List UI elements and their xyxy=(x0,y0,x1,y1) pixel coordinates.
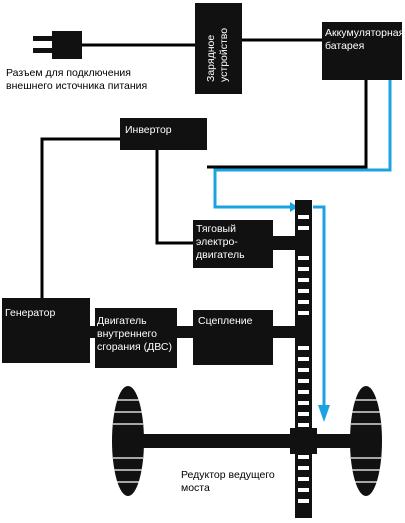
battery-label-line2: батарея xyxy=(325,40,364,52)
driveline-arrowhead xyxy=(318,405,330,422)
axle-differential-housing xyxy=(290,428,317,454)
clutch-shaft xyxy=(273,326,297,338)
drive-axle xyxy=(130,434,365,448)
driveline-flow xyxy=(313,205,326,408)
axle-label-line2: моста xyxy=(181,482,210,494)
plug-caption-line2: внешнего источника питания xyxy=(6,80,147,92)
motor-label-line1: Тяговый xyxy=(196,223,236,235)
wire-inverter-to-motor xyxy=(155,150,193,245)
motor-label-line2: электро- xyxy=(196,236,238,248)
wire-inverter-to-generator xyxy=(40,137,120,298)
inverter-box: Инвертор xyxy=(120,118,207,150)
clutch-label: Сцепление xyxy=(198,315,253,327)
energy-flow-arrows xyxy=(213,80,392,422)
generator-box: Генератор xyxy=(2,298,90,363)
motor-shaft xyxy=(273,236,297,250)
wire-battery-to-inverter xyxy=(207,80,368,169)
battery-to-motor-arrowhead xyxy=(290,202,298,212)
plug-caption-line1: Разъем для подключения xyxy=(6,67,131,79)
battery-to-motor-flow xyxy=(213,80,392,209)
inverter-label: Инвертор xyxy=(125,124,172,136)
engine-clutch-shaft xyxy=(177,326,193,338)
clutch-box: Сцепление xyxy=(193,310,273,365)
power-plug-icon xyxy=(30,31,82,59)
traction-motor-box: Тяговый электро- двигатель xyxy=(193,220,273,268)
motor-label-line3: двигатель xyxy=(196,249,245,261)
engine-label-line3: сгорания (ДВС) xyxy=(97,341,172,353)
charger-label-line1: Зарядное xyxy=(205,35,217,82)
generator-label: Генератор xyxy=(5,307,55,319)
engine-label-line1: Двигатель xyxy=(97,315,147,327)
wires xyxy=(40,38,368,298)
charger-box: Зарядное устройство xyxy=(195,3,242,94)
transmission-chain xyxy=(295,200,312,518)
left-wheel-tire-icon xyxy=(112,386,144,496)
battery-label-line1: Аккумуляторная xyxy=(325,27,404,39)
engine-label-line2: внутреннего xyxy=(97,328,157,340)
generator-engine-shaft xyxy=(90,326,95,338)
battery-box: Аккумуляторная батарея xyxy=(322,22,404,80)
axle-label-line1: Редуктор ведущего xyxy=(181,469,275,481)
right-wheel-tire-icon xyxy=(350,386,382,496)
engine-box: Двигатель внутреннего сгорания (ДВС) xyxy=(95,308,177,368)
charger-label-line2: устройство xyxy=(218,28,230,82)
